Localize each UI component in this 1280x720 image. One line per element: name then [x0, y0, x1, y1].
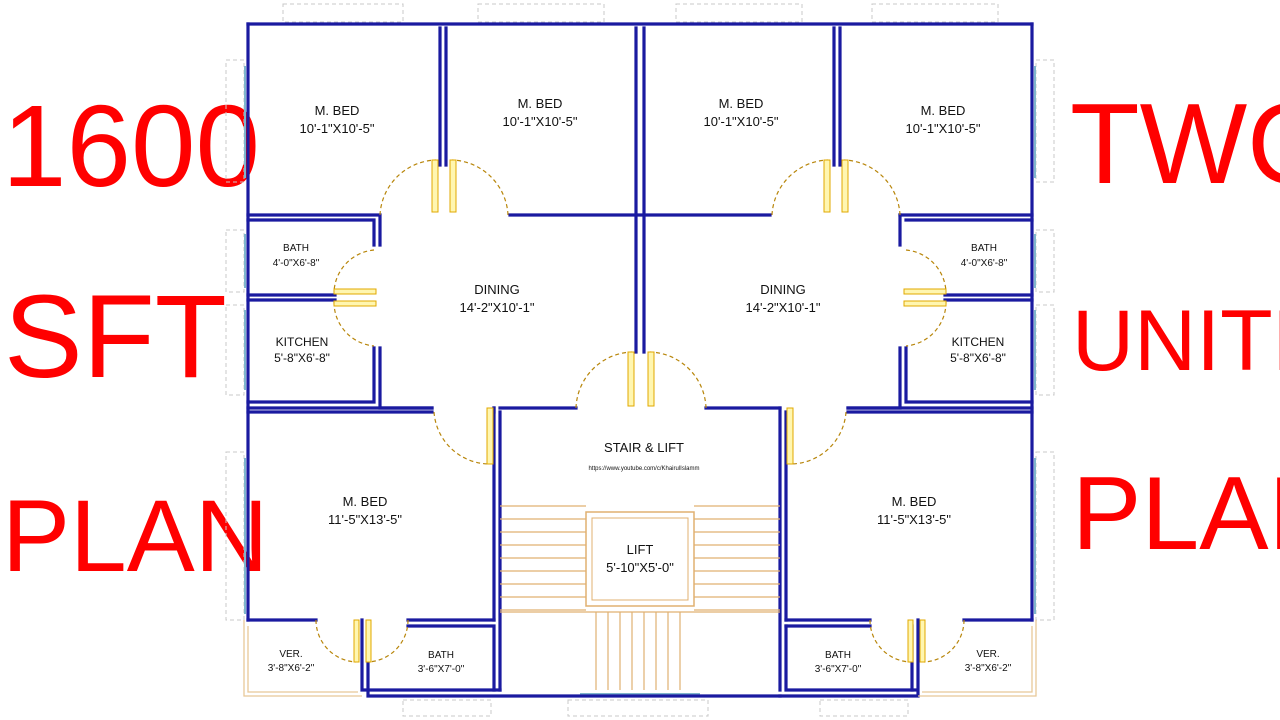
mbed-tcl-dim: 10'-1"X10'-5" — [503, 114, 578, 129]
stair-treads — [500, 505, 780, 690]
mbed-bl-dim: 11'-5"X13'-5" — [328, 512, 402, 527]
mbed-bl-name: M. BED — [343, 494, 388, 509]
ver-r-name: VER. — [976, 649, 999, 660]
kitchen-r-name: KITCHEN — [952, 335, 1005, 349]
bath-r-name: BATH — [971, 243, 997, 254]
bath-l-dim: 4'-0"X6'-8" — [273, 258, 320, 269]
lift-car — [591, 517, 689, 601]
mbed-br-dim: 11'-5"X13'-5" — [877, 512, 951, 527]
left-title-sft: SFT — [4, 271, 227, 403]
mbed-tr-dim: 10'-1"X10'-5" — [906, 121, 981, 136]
mbed-tcl-name: M. BED — [518, 96, 563, 111]
room-labels: M. BED 10'-1"X10'-5" M. BED 10'-1"X10'-5… — [268, 96, 1012, 675]
ver-l-dim: 3'-8"X6'-2" — [268, 663, 315, 674]
kitchen-l-name: KITCHEN — [276, 335, 329, 349]
doors — [315, 159, 965, 663]
lift-shaft — [585, 511, 695, 607]
right-title-two: TWO — [1070, 81, 1280, 208]
walls — [246, 22, 1034, 698]
dining-l-name: DINING — [474, 282, 520, 297]
mbed-tl-dim: 10'-1"X10'-5" — [300, 121, 375, 136]
left-title-1600: 1600 — [2, 81, 261, 211]
kitchen-l-dim: 5'-8"X6'-8" — [274, 351, 330, 365]
left-title-plan: PLAN — [2, 479, 269, 593]
stair-url: https://www.youtube.com/c/KhairulIslamm — [588, 466, 699, 472]
ver-r-dim: 3'-8"X6'-2" — [965, 663, 1012, 674]
lift-dim: 5'-10"X5'-0" — [606, 560, 674, 575]
bath-l-name: BATH — [283, 243, 309, 254]
bath-bl-name: BATH — [428, 650, 454, 661]
bath-br-name: BATH — [825, 650, 851, 661]
mbed-br-name: M. BED — [892, 494, 937, 509]
bath-br-dim: 3'-6"X7'-0" — [815, 664, 862, 675]
ver-l-name: VER. — [279, 649, 302, 660]
lift-name: LIFT — [627, 542, 654, 557]
mbed-tcr-name: M. BED — [719, 96, 764, 111]
stair-name: STAIR & LIFT — [604, 440, 684, 455]
kitchen-r-dim: 5'-8"X6'-8" — [950, 351, 1006, 365]
verandas — [243, 620, 1037, 697]
bath-r-dim: 4'-0"X6'-8" — [961, 258, 1008, 269]
dining-r-name: DINING — [760, 282, 806, 297]
bath-bl-dim: 3'-6"X7'-0" — [418, 664, 465, 675]
dining-r-dim: 14'-2"X10'-1" — [746, 300, 821, 315]
mbed-tcr-dim: 10'-1"X10'-5" — [704, 114, 779, 129]
mbed-tl-name: M. BED — [315, 103, 360, 118]
mbed-tr-name: M. BED — [921, 103, 966, 118]
right-title-unite: UNITE — [1072, 293, 1280, 389]
right-title-plan: PLAN — [1072, 456, 1280, 572]
dining-l-dim: 14'-2"X10'-1" — [460, 300, 535, 315]
